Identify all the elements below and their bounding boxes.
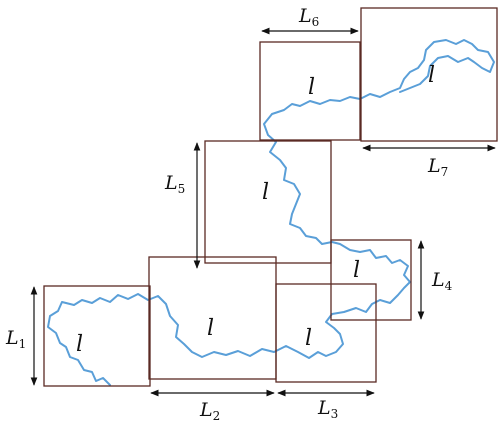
box-4 bbox=[330, 239, 412, 321]
dim-label-l7: L7 bbox=[427, 155, 448, 179]
box-2-label: l bbox=[207, 316, 214, 341]
dim-label-l2: L2 bbox=[199, 399, 220, 422]
dim-label-l3: L3 bbox=[317, 397, 338, 421]
box-6-label: l bbox=[308, 75, 315, 100]
dim-label-l5: L5 bbox=[164, 172, 185, 196]
box-4-label: l bbox=[353, 258, 360, 283]
box-1 bbox=[43, 285, 151, 387]
box-5-label: l bbox=[262, 180, 269, 205]
box-7-label: l bbox=[428, 63, 435, 88]
box-5 bbox=[204, 140, 332, 264]
dim-label-l4: L4 bbox=[431, 269, 453, 293]
dim-label-l6: L6 bbox=[298, 5, 319, 29]
river-curve bbox=[47, 39, 495, 386]
dim-label-l1: L1 bbox=[5, 327, 26, 351]
box-7 bbox=[360, 7, 498, 142]
box-1-label: l bbox=[76, 332, 83, 357]
box-3-label: l bbox=[305, 326, 312, 351]
box-3 bbox=[275, 283, 377, 383]
box-6 bbox=[259, 41, 361, 141]
